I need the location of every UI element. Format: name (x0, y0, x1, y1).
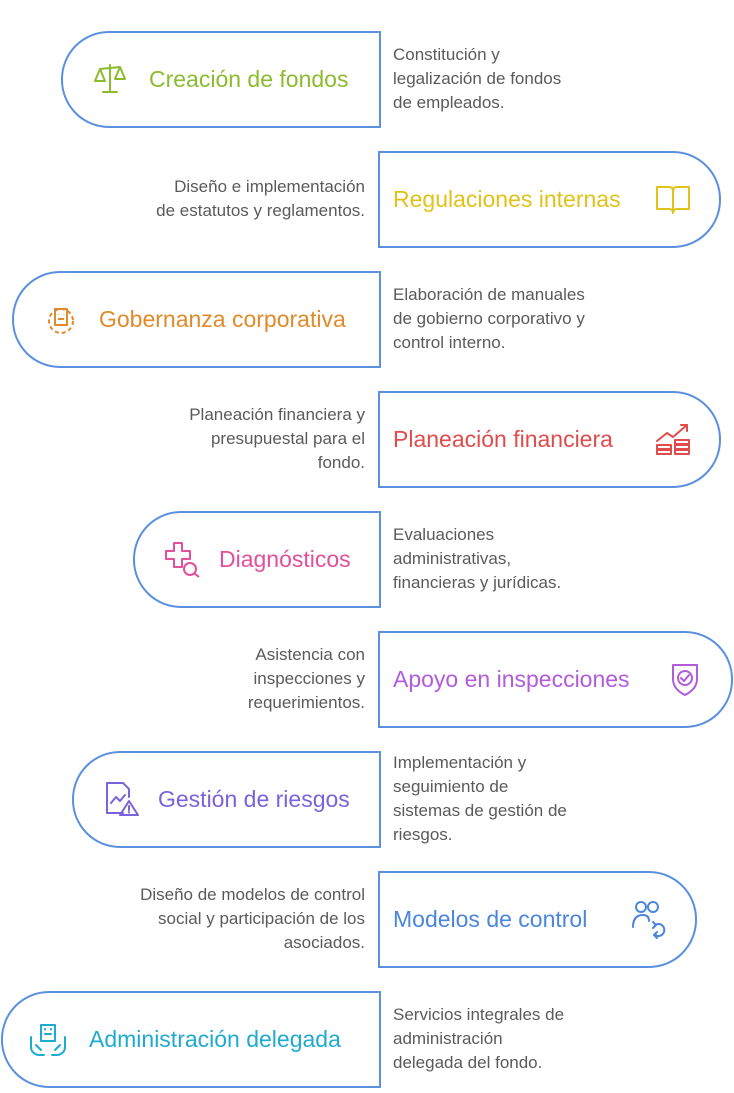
title-regulaciones-internas: Regulaciones internas (393, 186, 621, 212)
shield-check-icon (672, 664, 698, 696)
title-creacion-de-fondos: Creación de fondos (149, 66, 349, 92)
gear-building-icon (48, 308, 74, 334)
book-icon (656, 186, 690, 214)
pill-regulaciones-internas (378, 151, 721, 248)
people-sync-icon (632, 901, 666, 939)
pill-gestion-de-riesgos (72, 751, 381, 848)
coins-growth-icon (656, 424, 690, 455)
title-modelos-de-control: Modelos de control (393, 906, 588, 932)
risk-chart-icon (106, 782, 139, 816)
title-administracion-delegada: Administración delegada (89, 1026, 341, 1052)
title-planeacion-financiera: Planeación financiera (393, 426, 613, 452)
scales-icon (94, 64, 126, 93)
title-diagnosticos: Diagnósticos (219, 546, 351, 572)
pill-modelos-de-control (378, 871, 697, 968)
medical-search-icon (165, 542, 200, 578)
title-apoyo-en-inspecciones: Apoyo en inspecciones (393, 666, 630, 692)
title-gestion-de-riesgos: Gestión de riesgos (158, 786, 350, 812)
pill-planeacion-financiera (378, 391, 721, 488)
title-gobernanza-corporativa: Gobernanza corporativa (99, 306, 346, 332)
hands-building-icon (30, 1024, 66, 1056)
